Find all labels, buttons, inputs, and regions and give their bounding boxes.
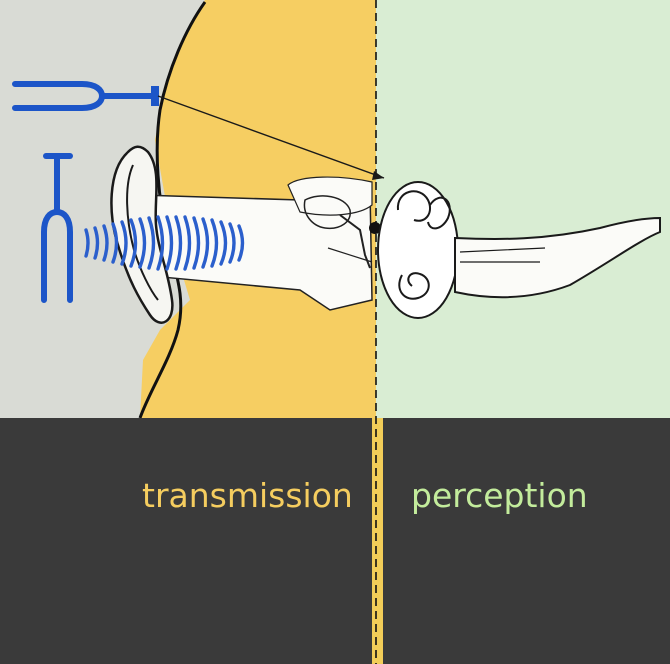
stapes — [369, 222, 381, 234]
tuning-fork-air-conduction-icon — [41, 153, 73, 303]
ossicles — [339, 214, 371, 269]
nerve-fibers — [459, 247, 546, 263]
sound-waves-icon — [84, 215, 245, 271]
divider-strip — [372, 418, 383, 664]
perception-label: perception — [411, 476, 588, 515]
transmission-label: transmission — [142, 476, 353, 515]
semicircular-canal-1 — [396, 190, 432, 222]
middle-ear-cavity — [303, 195, 351, 230]
cochlea — [398, 272, 430, 300]
dark-band — [0, 418, 670, 664]
semicircular-canal-2 — [427, 196, 451, 230]
auditory-nerve — [454, 216, 661, 299]
tuning-fork-bone-conduction-icon — [12, 81, 159, 111]
bone-conduction-line — [157, 95, 385, 179]
bone-conduction-arrowhead — [372, 171, 384, 180]
middle-ear-arrow — [327, 247, 373, 263]
